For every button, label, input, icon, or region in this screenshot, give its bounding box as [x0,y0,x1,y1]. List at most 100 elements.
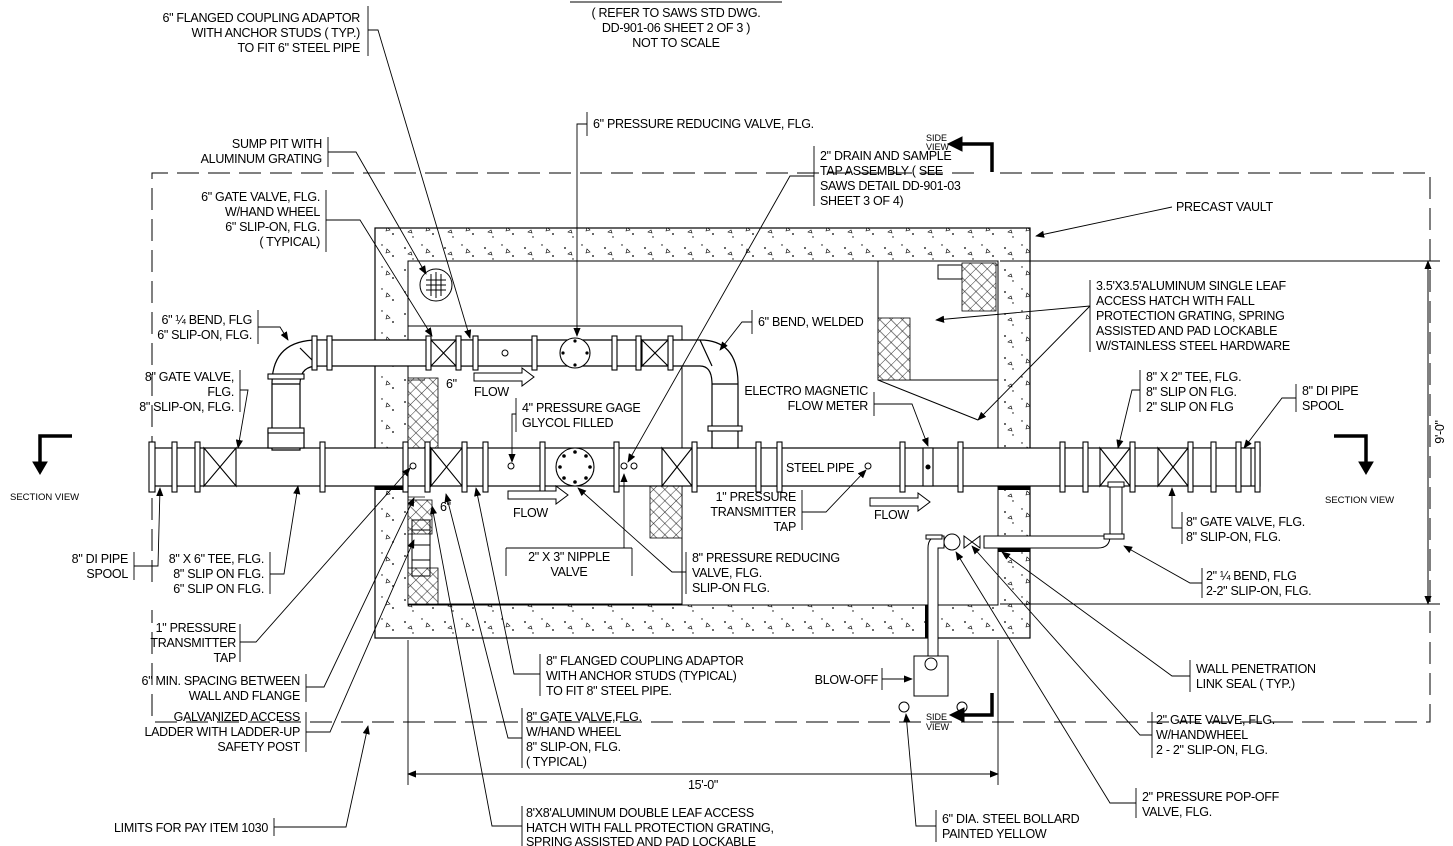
tee-8x2-line-2: 8" SLIP ON FLG. [1146,385,1237,399]
hatch-double-line-1: 8'X8'ALUMINUM DOUBLE LEAF ACCESS [526,806,754,820]
link-seal-line-1: WALL PENETRATION [1196,662,1316,676]
precast-vault [374,227,1031,639]
drain-tap-line-2: TAP ASSEMBLY ( SEE [820,164,943,178]
sump-line-2: ALUMINUM GRATING [201,152,322,166]
hatch-single-line-1: 3.5'X3.5'ALUMINUM SINGLE LEAF [1096,279,1287,293]
tee-8x2-line-3: 2" SLIP ON FLG [1146,400,1234,414]
blow-off-branch [913,481,1125,697]
coupling-6-line-2: WITH ANCHOR STUDS ( TYP.) [192,26,361,40]
prv-8-line-3: SLIP-ON FLG. [692,581,770,595]
flow-label-lower: FLOW [513,506,548,520]
link-seal-line-2: LINK SEAL ( TYP.) [1196,677,1295,691]
gate-valve-8-left-line-1: 8" GATE VALVE, [145,370,234,384]
flow-meter [922,447,934,487]
gate-valve-8-typ-line-2: W/HAND WHEEL [526,725,621,739]
gate-valve-2-line-2: W/HANDWHEEL [1156,728,1248,742]
leader-lines [133,6,1297,846]
coupling-8-line-2: WITH ANCHOR STUDS (TYPICAL) [546,669,737,683]
header-note-line-2: DD-901-06 SHEET 2 OF 3 ) [602,21,750,35]
pressure-tap-left-line-1: 1" PRESSURE [156,621,236,635]
header-note-line-3: NOT TO SCALE [632,36,719,50]
bend-quarter-6-line-2: 6" SLIP-ON, FLG. [157,328,252,342]
steel-bollards [898,701,968,713]
min-spacing-line-2: WALL AND FLANGE [189,689,300,703]
flow-meter-line-1: ELECTRO MAGNETIC [744,384,868,398]
hatch-single-line-4: ASSISTED AND PAD LOCKABLE [1096,324,1277,338]
prv-6-label: 6" PRESSURE REDUCING VALVE, FLG. [593,117,814,131]
hatch-double-line-2: HATCH WITH FALL PROTECTION GRATING, [526,821,774,835]
tee-8x6-line-2: 8" SLIP ON FLG. [173,567,264,581]
pressure-tap-right-line-1: 1" PRESSURE [716,490,796,504]
precast-vault-label: PRECAST VAULT [1176,200,1273,214]
callout-labels: 6" FLANGED COUPLING ADAPTOR WITH ANCHOR … [72,11,1359,846]
bend-quarter-2-line-1: 2" ¼ BEND, FLG [1206,569,1297,583]
prv-8-line-2: VALVE, FLG. [692,566,762,580]
ladder-line-1: GALVANIZED ACCESS [174,710,300,724]
gate-valve-6-line-3: 6" SLIP-ON, FLG. [225,220,320,234]
pressure-gage-line-1: 4" PRESSURE GAGE [522,401,640,415]
di-spool-left-line-2: SPOOL [86,567,128,581]
pressure-gage-line-2: GLYCOL FILLED [522,416,614,430]
side-view-bottom-2: VIEW [926,722,950,732]
dim-height-label: 9'-0" [1433,420,1447,443]
hatch-single-line-2: ACCESS HATCH WITH FALL [1096,294,1255,308]
pressure-tap-left-line-2: TRANSMITTER [150,636,236,650]
drain-tap-line-3: SAWS DETAIL DD-901-03 [820,179,961,193]
gate-valve-8-typ-line-3: 8" SLIP-ON, FLG. [526,740,621,754]
main-pipe-flanges [148,441,1261,493]
drain-tap-line-1: 2" DRAIN AND SAMPLE [820,149,951,163]
di-spool-right-line-1: 8" DI PIPE [1302,384,1358,398]
flow-meter-line-2: FLOW METER [788,399,869,413]
di-spool-right-line-2: SPOOL [1302,399,1344,413]
tee-8x2-line-1: 8" X 2" TEE, FLG. [1146,370,1241,384]
bollard-line-1: 6" DIA. STEEL BOLLARD [942,812,1080,826]
overall-dimensions [407,260,1440,785]
coupling-8-line-3: TO FIT 8" STEEL PIPE. [546,684,672,698]
six-inch-dims [408,379,425,498]
gate-valve-8-right-line-2: 8" SLIP-ON, FLG. [1186,530,1281,544]
pressure-tap-left-line-3: TAP [214,651,236,665]
dim-6-upper: 6" [446,377,457,391]
popoff-line-2: VALVE, FLG. [1142,805,1212,819]
gate-valve-2-line-3: 2 - 2" SLIP-ON, FLG. [1156,743,1268,757]
hatch-single-line-5: W/STAINLESS STEEL HARDWARE [1096,339,1290,353]
coupling-6-line-1: 6" FLANGED COUPLING ADAPTOR [162,11,360,25]
section-view-left: SECTION VIEW [10,492,79,503]
pressure-reducing-valves [555,337,595,487]
bend-welded-label: 6" BEND, WELDED [758,315,864,329]
prv-8-line-1: 8" PRESSURE REDUCING [692,551,840,565]
blow-off-label: BLOW-OFF [815,673,879,687]
min-spacing-line-1: 6" MIN. SPACING BETWEEN [142,674,301,688]
gate-valve-8-typ-line-1: 8" GATE VALVE,FLG. [526,710,642,724]
sump-pit [419,268,453,302]
gate-valve-6-line-4: ( TYPICAL) [259,235,320,249]
gate-valve-8-left-line-2: FLG. [207,385,234,399]
header-note: ( REFER TO SAWS STD DWG. DD-901-06 SHEET… [570,1,782,50]
limits-label: LIMITS FOR PAY ITEM 1030 [114,821,268,835]
ladder-line-3: SAFETY POST [217,740,300,754]
bypass-flanges [267,335,743,434]
bollard-line-2: PAINTED YELLOW [942,827,1047,841]
ladder-line-2: LADDER WITH LADDER-UP [144,725,300,739]
gate-valve-8-left-line-3: 8" SLIP-ON, FLG. [139,400,234,414]
hatch-single-line-3: PROTECTION GRATING, SPRING [1096,309,1285,323]
tee-8x6-line-3: 6" SLIP ON FLG. [173,582,264,596]
section-view-right: SECTION VIEW [1325,495,1394,506]
popoff-line-1: 2" PRESSURE POP-OFF [1142,790,1280,804]
coupling-8-line-1: 8" FLANGED COUPLING ADAPTOR [546,654,744,668]
sump-line-1: SUMP PIT WITH [232,137,322,151]
gate-valve-2-line-1: 2" GATE VALVE, FLG. [1156,713,1275,727]
coupling-6-line-3: TO FIT 6" STEEL PIPE [237,41,360,55]
side-view-top-1: SIDE [926,133,947,143]
gate-valve-6-line-1: 6" GATE VALVE, FLG. [201,190,320,204]
flow-label-upper: FLOW [474,385,509,399]
prv-bolts [558,339,592,484]
flow-arrows [473,367,931,512]
section-markers [32,136,1374,723]
dim-width-label: 15'-0" [688,778,718,792]
tee-8x6-line-1: 8" X 6" TEE, FLG. [169,552,264,566]
pressure-tap-right-line-3: TAP [774,520,796,534]
bend-quarter-2-line-2: 2-2" SLIP-ON, FLG. [1206,584,1311,598]
drain-tap-line-4: SHEET 3 OF 4) [820,194,904,208]
